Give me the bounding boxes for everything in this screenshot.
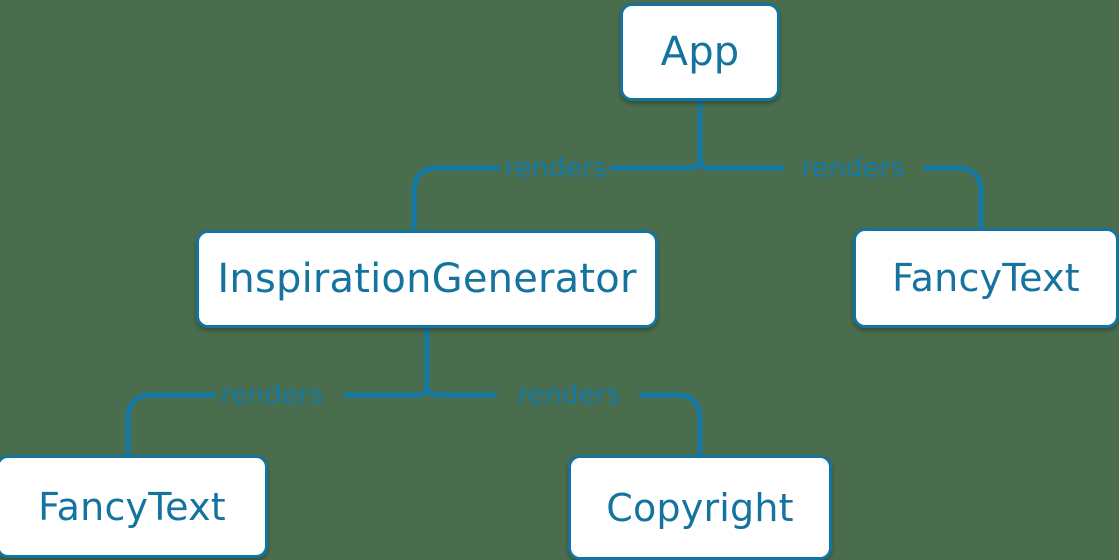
edge-ig-stem-left xyxy=(411,382,430,398)
node-copyright-label: Copyright xyxy=(606,485,794,530)
edge-label-inspirationgenerator-fancytext: renders xyxy=(220,379,324,411)
edge-inspirationgenerator-to-copyright xyxy=(437,392,703,458)
node-fancytext-right-label: FancyText xyxy=(892,256,1080,300)
edge-label-app-inspirationgenerator: renders xyxy=(504,152,608,184)
edge-label-inspirationgenerator-copyright: renders xyxy=(517,379,621,411)
edge-app-to-fancytext-right xyxy=(710,165,984,231)
edge-app-stem-left xyxy=(684,155,703,171)
node-fancytext-right[interactable]: FancyText xyxy=(853,228,1119,328)
node-fancytext-bottom[interactable]: FancyText xyxy=(0,455,268,558)
edge-inspirationgenerator-to-fancytext-bottom xyxy=(125,392,417,458)
node-inspiration-generator-label: InspirationGenerator xyxy=(217,256,637,302)
edge-app-to-inspirationgenerator xyxy=(411,165,690,233)
node-inspiration-generator[interactable]: InspirationGenerator xyxy=(196,230,658,328)
node-copyright[interactable]: Copyright xyxy=(568,455,832,560)
node-fancytext-bottom-label: FancyText xyxy=(38,484,226,529)
edge-label-app-fancytext: renders xyxy=(801,152,905,184)
node-app[interactable]: App xyxy=(620,3,780,101)
node-app-label: App xyxy=(660,29,740,75)
